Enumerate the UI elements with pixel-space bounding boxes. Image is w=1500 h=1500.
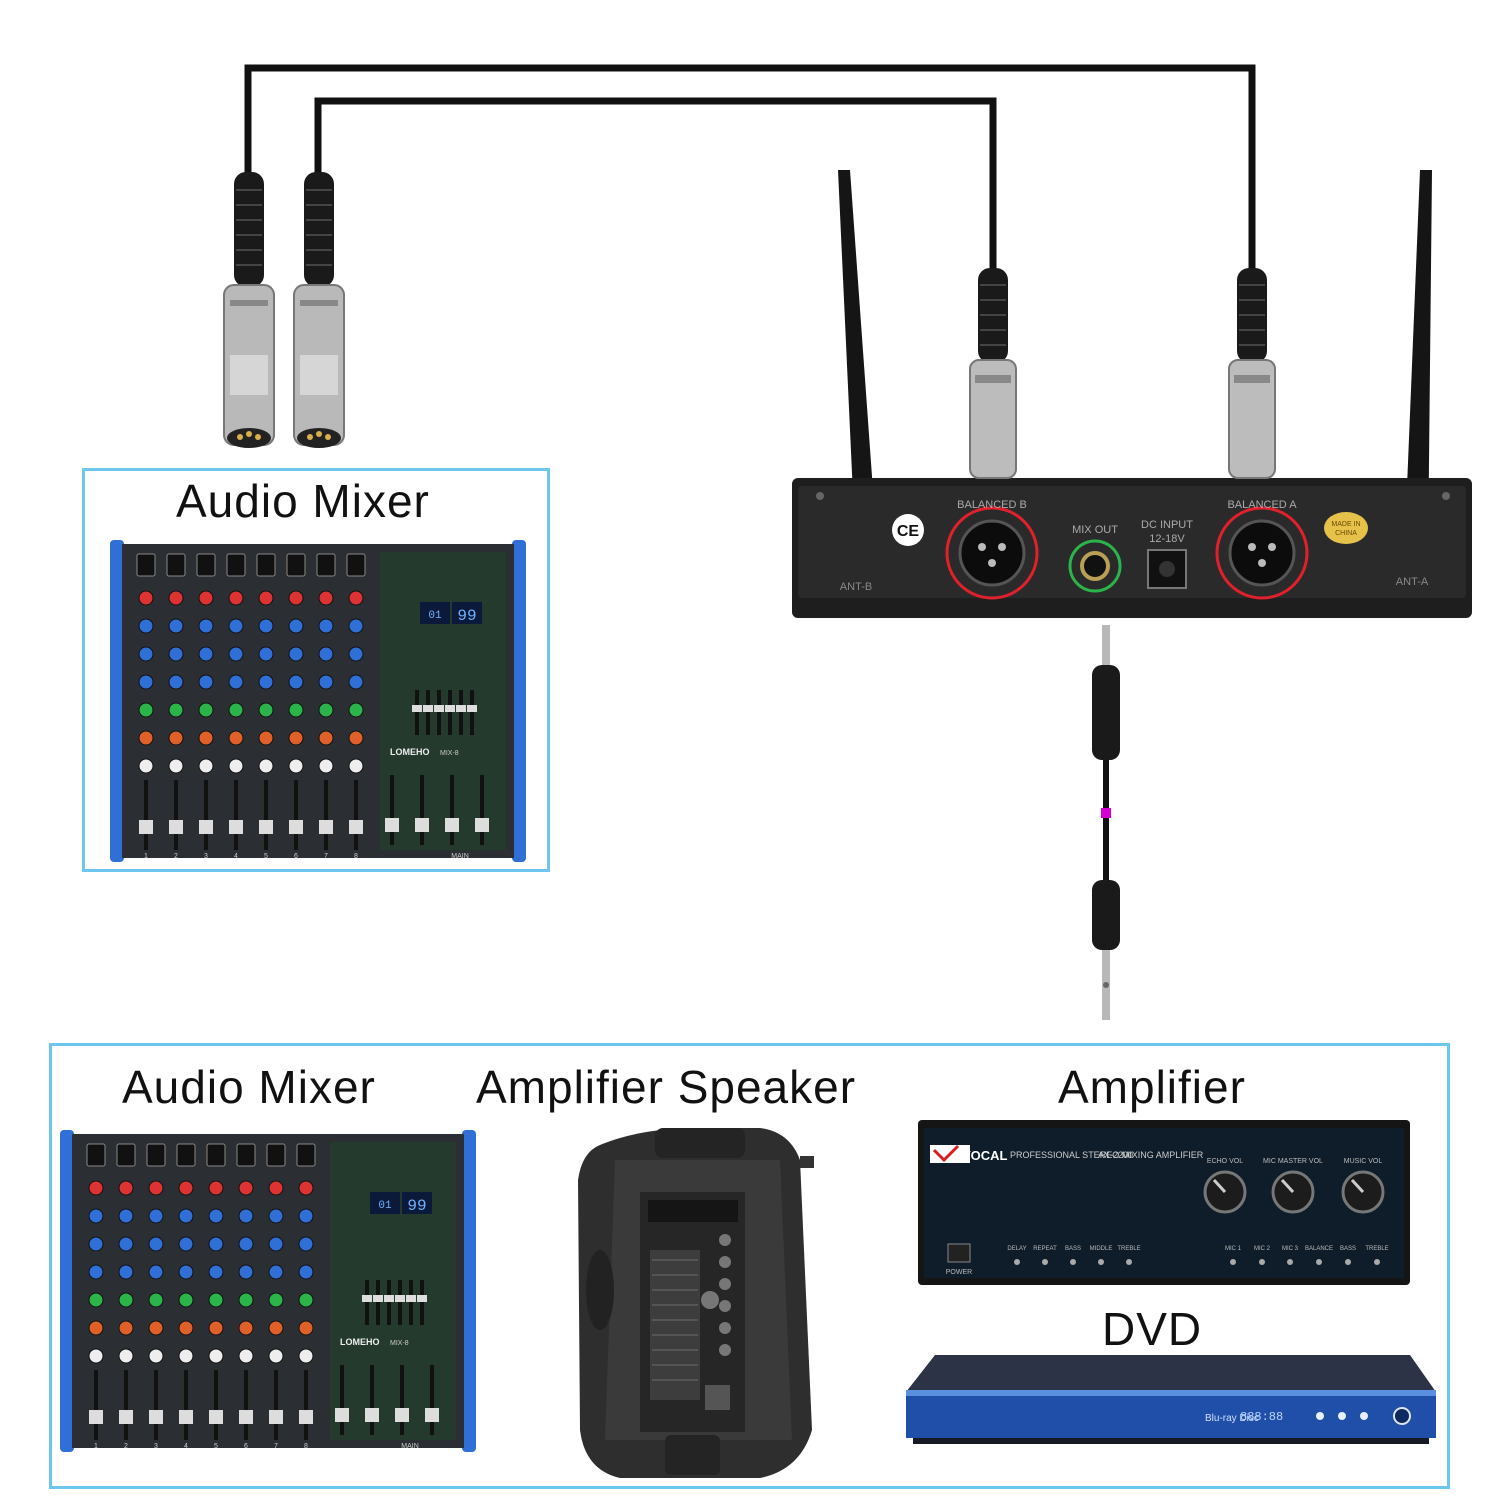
mixer-channel-number: 1 <box>144 853 148 860</box>
ce-mark: CE <box>897 523 920 540</box>
xlr-female-plug-b <box>969 268 1017 479</box>
mixer-channel-number: 3 <box>154 1443 158 1450</box>
ant-a-label: ANT-A <box>1396 576 1429 588</box>
mixer-channel-number: 4 <box>234 853 238 860</box>
mixer-channel-number: 4 <box>184 1443 188 1450</box>
mixer-display-b: 99 <box>457 607 476 625</box>
mixer-main-label: MAIN <box>451 853 469 860</box>
dvd-label: DVD <box>1102 1303 1203 1355</box>
mixer-display-b: 99 <box>407 1197 426 1215</box>
xlr-cable-outer <box>244 64 1256 272</box>
dc-input-label: DC INPUT <box>1141 519 1193 531</box>
balanced-a-label: BALANCED A <box>1227 499 1297 511</box>
mixer-main-label: MAIN <box>401 1443 419 1450</box>
amplifier-label: Amplifier <box>1058 1061 1246 1113</box>
antenna-a <box>1404 170 1432 560</box>
xlr-cable-inner <box>314 97 997 272</box>
speaker-label: Amplifier Speaker <box>476 1061 857 1113</box>
xlr-female-plug-a <box>1228 268 1276 479</box>
dc-voltage-label: 12-18V <box>1149 533 1185 545</box>
mixer-channel-number: 7 <box>324 853 328 860</box>
made-in-country-label: CHINA <box>1335 530 1357 537</box>
mixer-channel-number: 1 <box>94 1443 98 1450</box>
wireless-receiver: CE BALANCED B MIX OUT DC INPUT 12-18V BA… <box>792 478 1472 618</box>
mixer-channel-number: 5 <box>264 853 268 860</box>
mixer-model: MIX-8 <box>440 750 459 757</box>
ant-b-label: ANT-B <box>840 581 872 593</box>
balanced-a-highlight <box>1215 506 1309 600</box>
mixer-brand: LOMEHO <box>390 747 430 757</box>
mix-out-label: MIX OUT <box>1072 524 1118 536</box>
mixer-channel-number: 8 <box>304 1443 308 1450</box>
mixer-model: MIX-8 <box>390 1340 409 1347</box>
mixer-channel-number: 2 <box>124 1443 128 1450</box>
balanced-b-highlight <box>945 506 1039 600</box>
ts-jack-cable <box>1092 625 1120 1020</box>
mixer-channel-number: 7 <box>274 1443 278 1450</box>
mixer-channel-number: 8 <box>354 853 358 860</box>
mixer-display-a: 01 <box>428 610 442 622</box>
antenna-b <box>838 170 878 560</box>
mixer-brand: LOMEHO <box>340 1337 380 1347</box>
top-mixer-label: Audio Mixer <box>176 475 430 527</box>
bottom-mixer-label: Audio Mixer <box>122 1061 376 1113</box>
mix-out-highlight <box>1068 539 1122 593</box>
mixer-channel-number: 3 <box>204 853 208 860</box>
xlr-male-plug-1 <box>223 172 275 448</box>
mixer-channel-number: 6 <box>244 1443 248 1450</box>
mixer-channel-number: 6 <box>294 853 298 860</box>
mixer-channel-number: 2 <box>174 853 178 860</box>
xlr-male-plug-2 <box>293 172 345 448</box>
balanced-b-label: BALANCED B <box>957 499 1027 511</box>
mixer-channel-number: 5 <box>214 1443 218 1450</box>
mixer-display-a: 01 <box>378 1200 392 1212</box>
made-in-label: MADE IN <box>1331 521 1360 528</box>
